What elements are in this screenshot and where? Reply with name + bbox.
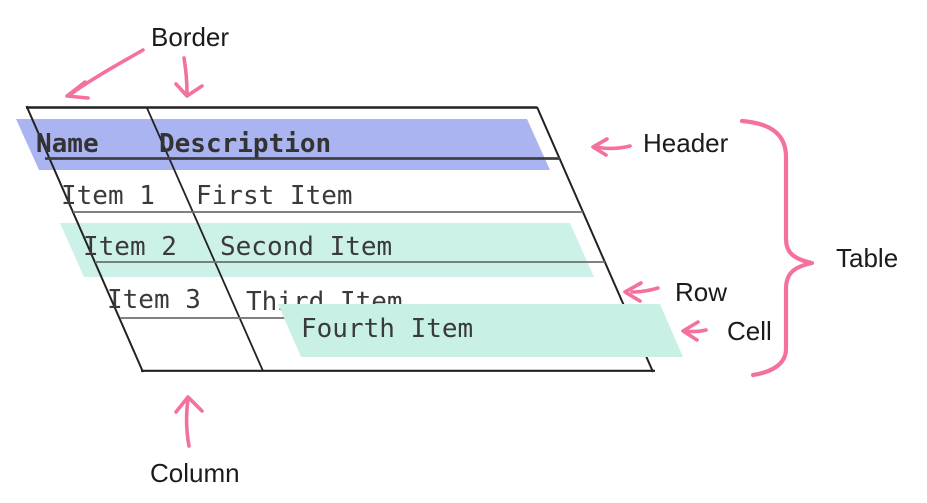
table-label: Table: [836, 243, 899, 273]
cell-row2-name: Item 2: [83, 232, 177, 262]
header-label: Header: [643, 128, 729, 158]
cell-row3-description: Third Item: [246, 287, 403, 317]
row-label: Row: [675, 277, 728, 307]
column-header-name: Name: [36, 129, 99, 159]
border-arrow-curved: [65, 48, 145, 100]
cell-row1-description: First Item: [196, 181, 353, 211]
cell-label: Cell: [727, 316, 772, 346]
second-row-highlight: [60, 223, 594, 277]
cell-row4-description: Fourth Item: [301, 314, 474, 344]
column-divider-line: [146, 107, 264, 372]
header-arrow: [591, 137, 632, 157]
cell-arrow: [681, 320, 708, 342]
column-arrow: [174, 395, 204, 448]
cell-row3-name: Item 3: [107, 285, 201, 315]
border-arrow-straight: [174, 56, 204, 98]
column-label: Column: [150, 458, 240, 488]
cell-row1-name: Item 1: [61, 181, 155, 211]
cell-row2-description: Second Item: [220, 232, 393, 262]
column-header-description: Description: [159, 129, 332, 159]
border-label: Border: [151, 22, 230, 52]
table-brace: [739, 118, 815, 378]
table-left-border: [25, 105, 144, 373]
row-arrow: [623, 281, 660, 303]
